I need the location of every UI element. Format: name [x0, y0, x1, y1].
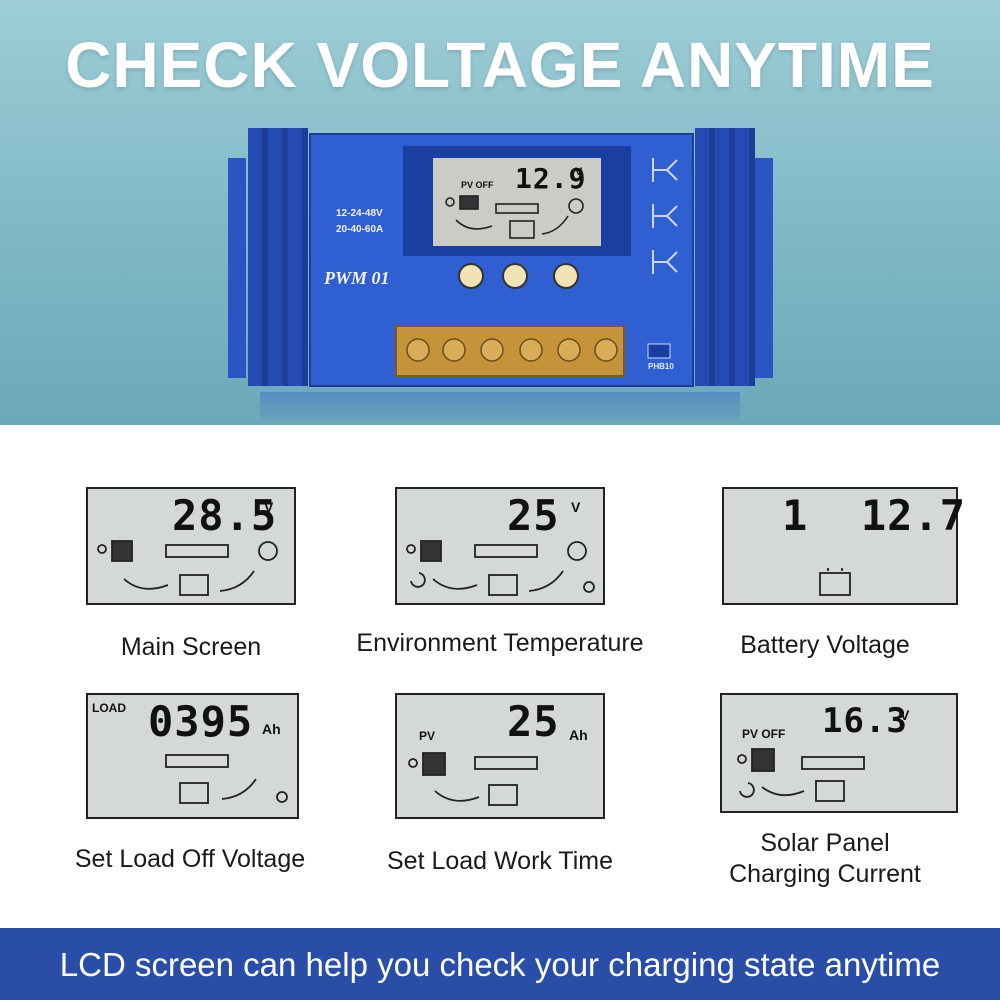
panel-icons	[406, 540, 595, 596]
footer-text: LCD screen can help you check your charg…	[59, 946, 941, 983]
lcd-panel-battery: 1 12.7	[722, 487, 965, 605]
charge-controller: 12-24-48V 20-40-60A PWM 01 PV OFF 12.9 V…	[228, 128, 773, 396]
panel-unit: V	[571, 499, 581, 515]
panel-unit: Ah	[262, 721, 281, 737]
caption-solar-panel-charging-current: Solar Panel Charging Current	[700, 828, 950, 890]
panel-icons	[165, 754, 288, 804]
lcd-panel-temperature: 25 V	[395, 487, 605, 605]
panel-unit: Ah	[569, 727, 588, 743]
spec-voltage: 12-24-48V	[336, 208, 383, 219]
panel-value: 25	[507, 491, 560, 540]
lcd-panel-load-work-time: PV 25 Ah	[395, 693, 605, 819]
caption-line-2: Charging Current	[729, 860, 921, 888]
panel-value: 16.3	[822, 701, 908, 741]
panel-value: 28.5	[172, 491, 278, 540]
charge-controller-body	[228, 128, 773, 387]
lcd-value: 12.9	[515, 162, 587, 195]
device-reflection	[260, 392, 740, 425]
footer-banner: LCD screen can help you check your charg…	[0, 928, 1000, 1000]
model-label: PWM 01	[324, 268, 390, 288]
caption-set-load-work-time: Set Load Work Time	[386, 847, 614, 875]
panel-icons	[97, 540, 278, 596]
spec-current: 20-40-60A	[336, 224, 384, 235]
panel-icons	[408, 752, 538, 806]
lcd-panel-solar-current: PV OFF 16.3 V	[720, 693, 958, 813]
panel-value: 25	[507, 697, 560, 746]
panel-icons	[819, 568, 851, 596]
panel-unit: V	[264, 499, 274, 515]
panel-label: PV	[419, 729, 436, 743]
caption-line-1: Solar Panel	[760, 829, 890, 857]
lcd-unit: V	[575, 166, 583, 178]
lcd-status: PV OFF	[461, 180, 494, 190]
port-label: PHB10	[648, 362, 674, 371]
panel-label: LOAD	[92, 701, 126, 715]
panel-icons	[737, 748, 865, 802]
lcd-panel-main: 28.5 V	[86, 487, 296, 605]
caption-battery-voltage: Battery Voltage	[740, 631, 910, 659]
panel-value: 0395	[148, 697, 254, 746]
lcd-panel-load-off: LOAD 0395 Ah	[86, 693, 299, 819]
caption-main-screen: Main Screen	[120, 633, 262, 661]
panel-label: PV OFF	[742, 727, 786, 741]
caption-environment-temperature: Environment Temperature	[356, 629, 644, 657]
panel-unit: V	[900, 707, 910, 723]
panel-value: 1 12.7	[782, 491, 967, 540]
hero-banner: CHECK VOLTAGE ANYTIME	[0, 0, 1000, 425]
caption-set-load-off-voltage: Set Load Off Voltage	[74, 845, 306, 873]
headline: CHECK VOLTAGE ANYTIME	[65, 29, 935, 101]
